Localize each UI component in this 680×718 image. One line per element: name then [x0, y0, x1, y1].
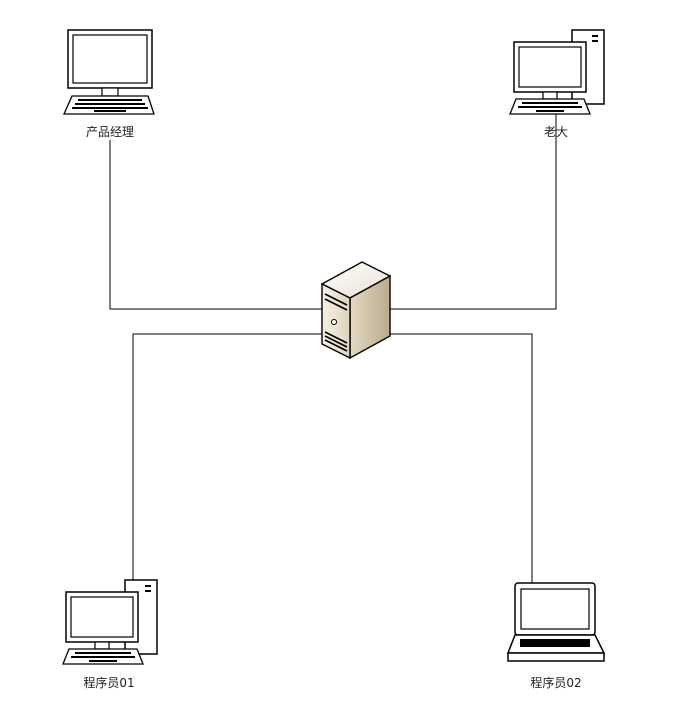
connections	[109, 113, 557, 583]
connection-programmer02-server	[388, 333, 533, 583]
desktop-tower-computer-icon[interactable]	[509, 29, 605, 115]
connection-product-manager-server	[109, 140, 322, 310]
product-manager-label: 产品经理	[86, 125, 134, 139]
boss-label: 老大	[544, 125, 568, 139]
programmer-01-label: 程序员01	[83, 675, 134, 690]
connection-boss-server	[388, 113, 557, 310]
programmer-02-label: 程序员02	[530, 675, 581, 690]
laptop-computer-icon[interactable]	[506, 582, 606, 662]
connection-programmer01-server	[132, 333, 322, 580]
server-tower-icon[interactable]	[320, 261, 392, 360]
desktop-computer-icon[interactable]	[62, 29, 155, 115]
desktop-tower-computer-icon[interactable]	[62, 579, 158, 665]
